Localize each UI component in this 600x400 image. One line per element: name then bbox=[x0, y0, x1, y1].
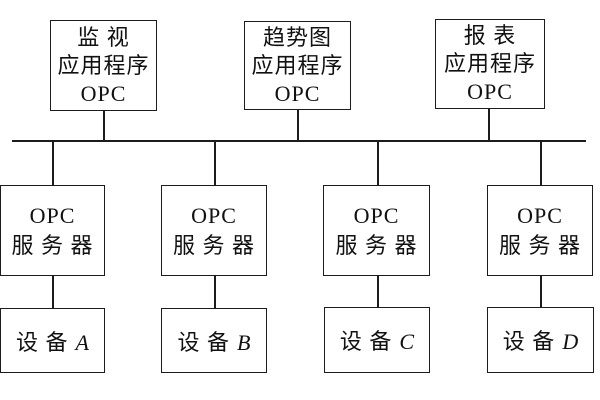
trend-application-box: 趋势图 应用程序 OPC bbox=[244, 21, 351, 110]
opc-server-box: OPC 服 务 器 bbox=[161, 185, 267, 276]
app-box-line: 趋势图 bbox=[262, 24, 332, 50]
app-box-line: OPC bbox=[80, 80, 127, 106]
device-label-prefix: 设 备 bbox=[502, 329, 556, 354]
server-box-line: 服 务 器 bbox=[11, 232, 94, 258]
monitor-application-box: 监 视 应用程序 OPC bbox=[50, 20, 157, 111]
app-box-line: 应用程序 bbox=[57, 52, 150, 78]
connector-line bbox=[540, 275, 542, 309]
server-box-line: 服 务 器 bbox=[335, 232, 418, 258]
app-box-line: OPC bbox=[467, 79, 513, 104]
connector-line bbox=[540, 141, 542, 186]
network-bus-line bbox=[12, 140, 586, 142]
app-box-line: 监 视 bbox=[77, 24, 130, 50]
app-box-line: OPC bbox=[274, 80, 321, 106]
device-label-letter: D bbox=[562, 329, 579, 354]
connector-line bbox=[103, 110, 105, 142]
connector-line bbox=[377, 141, 379, 186]
app-box-line: 报 表 bbox=[463, 23, 517, 48]
report-application-box: 报 表 应用程序 OPC bbox=[435, 19, 545, 109]
device-label-letter: B bbox=[237, 329, 251, 355]
opc-server-box: OPC 服 务 器 bbox=[487, 185, 593, 276]
app-box-line: 应用程序 bbox=[251, 52, 344, 78]
server-box-line: 服 务 器 bbox=[498, 232, 581, 258]
app-box-line: 应用程序 bbox=[443, 51, 536, 76]
device-label-prefix: 设 备 bbox=[339, 329, 393, 354]
connector-line bbox=[52, 275, 54, 309]
device-label-letter: C bbox=[399, 329, 415, 354]
server-box-line: OPC bbox=[191, 202, 237, 228]
connector-line bbox=[377, 275, 379, 309]
device-label-prefix: 设 备 bbox=[16, 329, 69, 355]
connector-line bbox=[214, 141, 216, 186]
connector-line bbox=[297, 109, 299, 142]
connector-line bbox=[488, 108, 490, 142]
server-box-line: 服 务 器 bbox=[172, 232, 255, 258]
connector-line bbox=[214, 275, 216, 309]
opc-server-box: OPC 服 务 器 bbox=[0, 185, 105, 276]
server-box-line: OPC bbox=[353, 202, 400, 228]
device-label-prefix: 设 备 bbox=[177, 329, 231, 355]
connector-line bbox=[52, 141, 54, 186]
server-box-line: OPC bbox=[29, 202, 76, 228]
opc-server-box: OPC 服 务 器 bbox=[323, 185, 430, 276]
server-box-line: OPC bbox=[517, 202, 563, 228]
device-label-letter: A bbox=[75, 329, 89, 355]
